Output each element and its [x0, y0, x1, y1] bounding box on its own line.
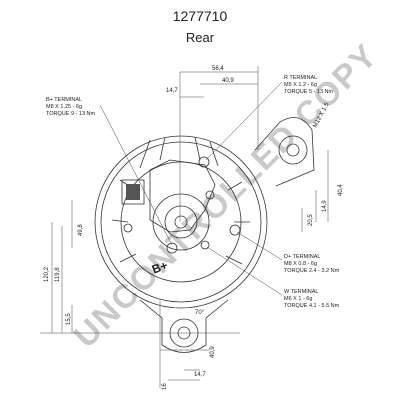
- b-plus-terminal-thread: M8 X 1.25 - 6g: [46, 104, 82, 110]
- w-terminal-stud: [200, 240, 210, 250]
- leader-b-plus: [99, 104, 173, 246]
- housing-ribs-right: [225, 181, 250, 265]
- leader-r-terminal: [205, 81, 283, 161]
- w-terminal-label: W TERMINAL M6 X 1 - 6g TORQUE 4.1 - 5.5 …: [284, 289, 340, 309]
- regulator-assembly: [121, 156, 241, 254]
- top-lug-hole: [286, 143, 300, 157]
- dim-text-20-5: 20,5: [308, 214, 314, 226]
- screw-right: [205, 190, 215, 200]
- housing-outer-circle: [94, 135, 268, 309]
- d-plus-terminal-label: D+ TERMINAL M8 X 0.8 - 6g TORQUE 2.4 - 3…: [284, 254, 340, 274]
- w-terminal-title: W TERMINAL: [284, 289, 318, 295]
- dim-text-15-5: 15,5: [66, 313, 72, 325]
- r-terminal-title: R TERMINAL: [284, 75, 317, 81]
- housing-ribs-top: [139, 136, 219, 169]
- leader-d-plus: [236, 231, 283, 261]
- leader-w-terminal: [206, 246, 283, 296]
- leader-lines: [99, 81, 283, 296]
- housing-inner-circle: [100, 141, 262, 303]
- b-plus-terminal-title: B+ TERMINAL: [46, 97, 82, 103]
- d-plus-terminal-torque: TORQUE 2.4 - 3.2 Nm: [284, 268, 340, 274]
- screw-left: [123, 223, 133, 233]
- top-lug-boss: [278, 135, 308, 165]
- dim-text-14-9: 14,9: [322, 200, 328, 212]
- top-lug-outline: [254, 117, 315, 187]
- top-mount-lug: [254, 117, 315, 187]
- housing: [94, 135, 268, 309]
- dim-text-40-9-bottom: 40,9: [210, 346, 216, 358]
- r-terminal-label: R TERMINAL M5 X 1.2 - 6g TORQUE 5 - 13 N…: [284, 75, 334, 95]
- dim-text-40-9: 40,9: [222, 78, 234, 84]
- r-terminal-torque: TORQUE 5 - 13 Nm: [284, 89, 334, 95]
- part-number: 1277710: [172, 8, 228, 24]
- b-plus-stud: [166, 242, 178, 254]
- d-plus-terminal-title: D+ TERMINAL: [284, 254, 320, 260]
- brush-holder-core: [126, 184, 140, 200]
- dim-text-119-8: 119,8: [55, 267, 61, 282]
- dim-text-16-bottom: 16: [162, 383, 168, 390]
- regulator-outline: [149, 159, 216, 233]
- bearing-center: [174, 215, 188, 229]
- dim-text-49-8: 49,8: [78, 224, 84, 236]
- b-plus-terminal-torque: TORQUE 9 - 13 Nm: [46, 111, 96, 117]
- dim-text-14-7-bottom: 14,7: [194, 372, 206, 378]
- b-plus-mark: B+: [150, 258, 170, 277]
- w-terminal-thread: M6 X 1 - 6g: [284, 296, 312, 302]
- w-terminal-torque: TORQUE 4.1 - 5.5 Nm: [284, 303, 340, 309]
- dim-text-14-7-top: 14,7: [166, 88, 178, 94]
- view-label: Rear: [185, 30, 215, 45]
- dim-text-120-2: 120,2: [44, 266, 50, 282]
- bottom-foot-outline: [139, 299, 229, 353]
- dim-text-56-4: 56,4: [212, 66, 224, 72]
- b-plus-terminal-label: B+ TERMINAL M8 X 1.25 - 6g TORQUE 9 - 13…: [46, 97, 96, 117]
- dim-text-70deg: 70°: [195, 310, 205, 316]
- bearing-boss-inner: [164, 205, 198, 239]
- dim-text-40-4: 40,4: [338, 184, 344, 196]
- d-plus-stud: [229, 224, 241, 236]
- r-terminal-stud: [198, 156, 210, 168]
- d-plus-terminal-thread: M8 X 0.8 - 6g: [284, 261, 317, 267]
- r-terminal-thread: M5 X 1.2 - 6g: [284, 82, 317, 88]
- dimension-lines: [40, 66, 329, 388]
- brush-holder: [121, 179, 145, 205]
